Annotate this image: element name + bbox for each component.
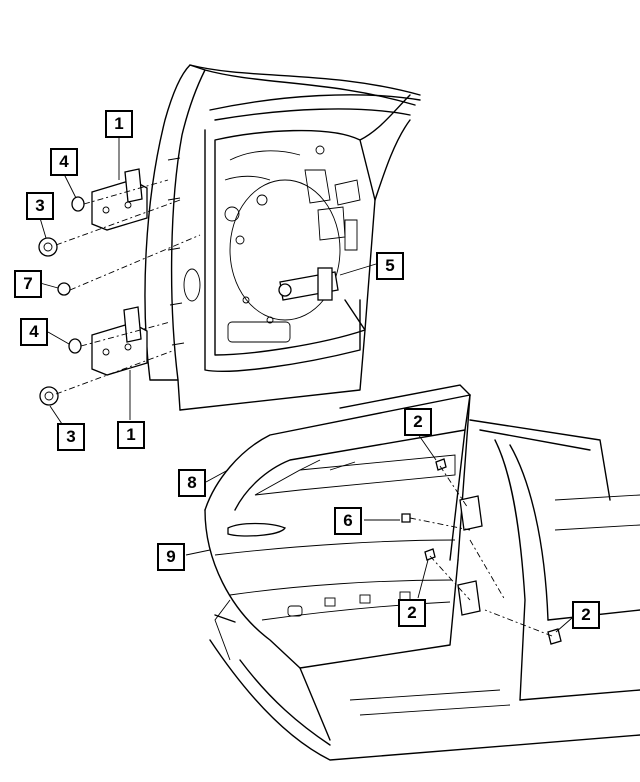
lower-hinge <box>91 306 148 376</box>
callout-3-upper-nut[interactable]: 3 <box>26 192 54 220</box>
upper-hinge <box>91 168 148 231</box>
assembly-lines-upper <box>55 179 201 395</box>
callout-8-door-shell[interactable]: 8 <box>178 469 206 497</box>
nut-bottom <box>39 386 59 406</box>
washer-top <box>71 196 85 212</box>
nut-top <box>38 237 58 257</box>
callout-2-middle-bolt[interactable]: 2 <box>398 599 426 627</box>
callout-1-upper-hinge[interactable]: 1 <box>105 110 133 138</box>
callout-2-upper-bolt[interactable]: 2 <box>404 408 432 436</box>
callout-7-nut[interactable]: 7 <box>14 270 42 298</box>
washer-bottom <box>68 338 82 354</box>
callout-1-lower-hinge[interactable]: 1 <box>117 421 145 449</box>
callout-4-upper-washer[interactable]: 4 <box>50 148 78 176</box>
callout-5-door-check[interactable]: 5 <box>376 252 404 280</box>
rear-door-illustration <box>204 384 640 761</box>
callout-6-bolt[interactable]: 6 <box>334 507 362 535</box>
callout-4-lower-washer[interactable]: 4 <box>20 318 48 346</box>
nut-7 <box>57 282 71 296</box>
callout-2-pillar-bolt[interactable]: 2 <box>572 601 600 629</box>
callout-9-door-assembly[interactable]: 9 <box>157 543 185 571</box>
body-door-opening-illustration <box>144 64 421 411</box>
callout-3-lower-nut[interactable]: 3 <box>57 423 85 451</box>
